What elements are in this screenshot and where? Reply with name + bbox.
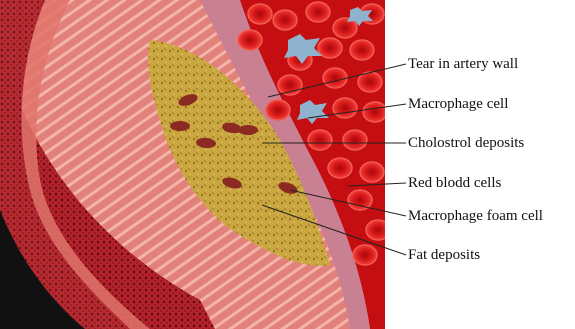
red-blood-cell [350,40,374,60]
red-blood-cell [273,10,297,30]
red-blood-cell [323,68,347,88]
foam-cell [170,121,190,131]
illustration-frame [0,0,390,329]
red-blood-cell [238,30,262,50]
label-macrophage-foam-cell: Macrophage foam cell [408,207,543,225]
red-blood-cell [248,4,272,24]
red-blood-cell [343,130,367,150]
foam-cell [238,125,258,135]
label-cholesterol-deposits: Cholostrol deposits [408,134,524,152]
red-blood-cell [308,130,332,150]
red-blood-cell [348,190,372,210]
label-red-blood-cells: Red blodd cells [408,174,501,192]
red-blood-cell [366,220,390,240]
label-macrophage-cell: Macrophage cell [408,95,508,113]
red-blood-cell [318,38,342,58]
red-blood-cell [363,102,387,122]
red-blood-cell [353,245,377,265]
red-blood-cell [360,162,384,182]
red-blood-cell [328,158,352,178]
red-blood-cell [333,98,357,118]
red-blood-cell [306,2,330,22]
red-blood-cell [266,100,290,120]
label-fat-deposits: Fat deposits [408,246,480,264]
label-tear-in-artery-wall: Tear in artery wall [408,55,518,73]
